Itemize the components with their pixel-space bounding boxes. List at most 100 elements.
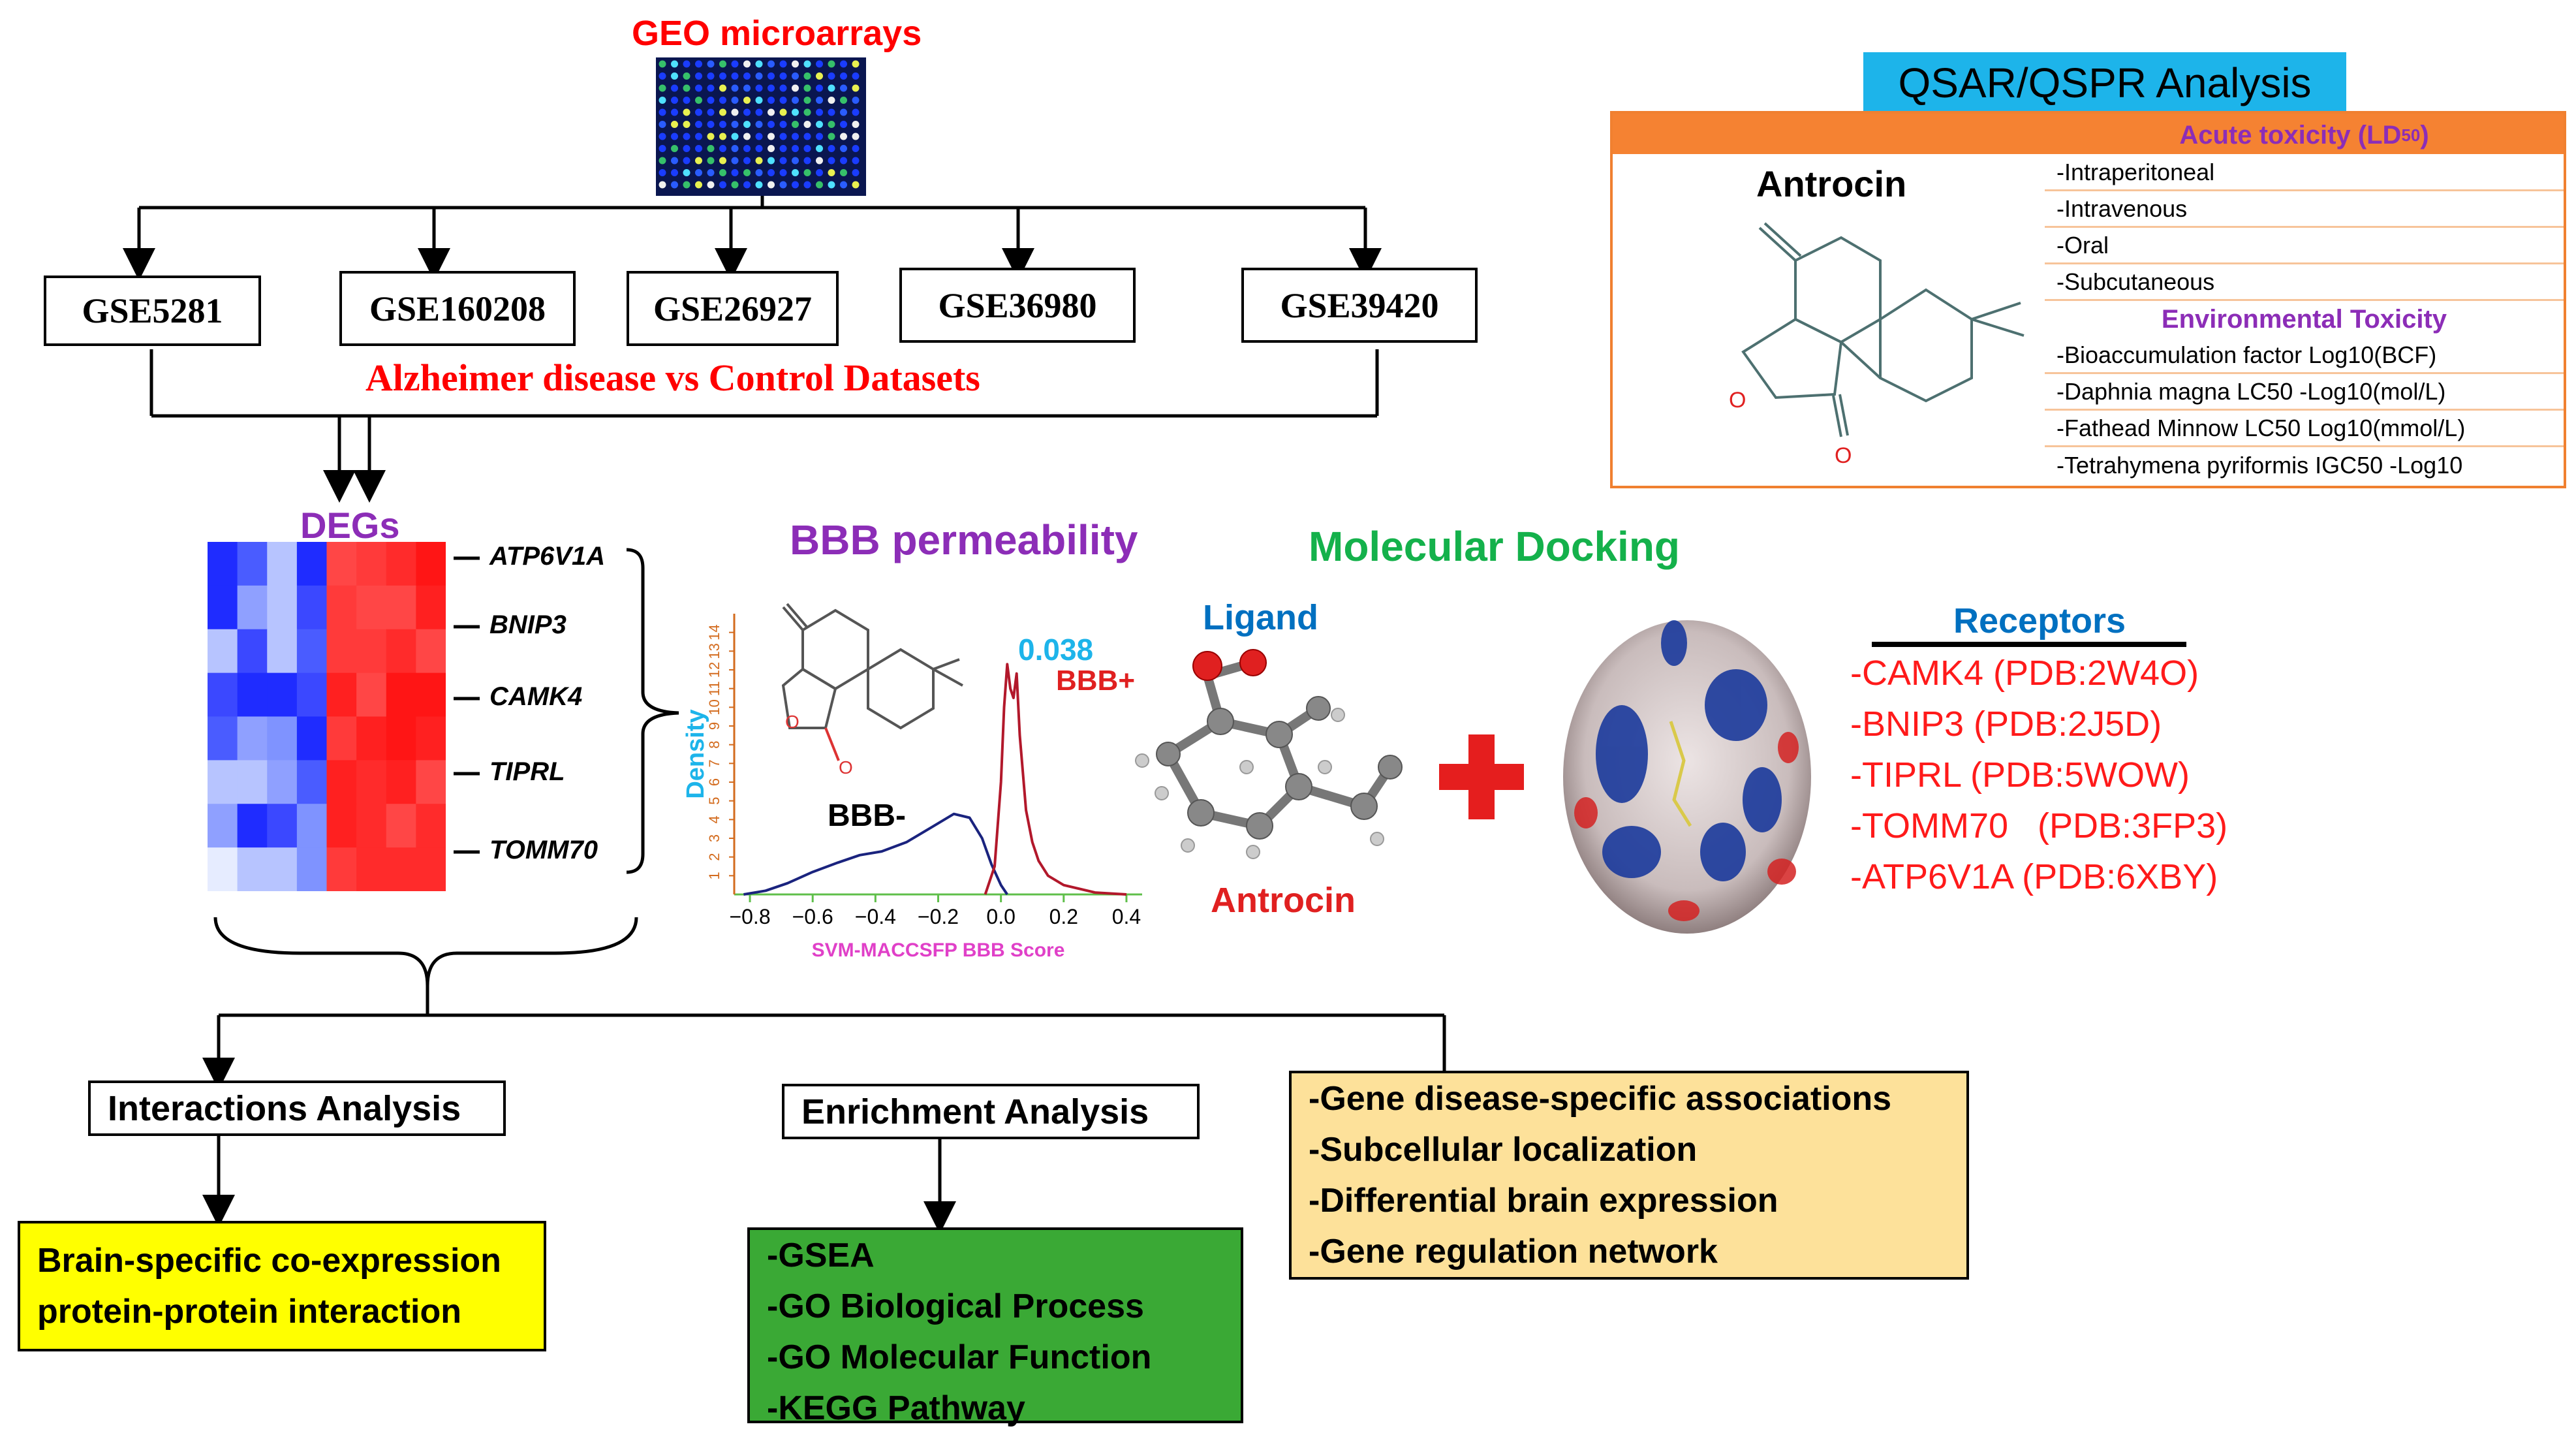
heatmap-cell: [386, 542, 416, 586]
heatmap-cell: [237, 847, 268, 891]
microarray-spot: [743, 181, 751, 189]
y-tick-label: 4: [706, 815, 722, 823]
microarray-spot: [755, 97, 763, 104]
microarray-spot: [683, 169, 691, 176]
microarray-spot: [768, 121, 775, 128]
acute-toxicity-close: ): [2420, 120, 2429, 150]
receptor-item: -TIPRL (PDB:5WOW): [1850, 755, 2190, 795]
y-tick-label: 7: [706, 759, 722, 767]
microarray-spot: [683, 60, 691, 68]
microarray-spot: [852, 121, 860, 128]
microarray-spot: [659, 60, 666, 68]
microarray-spot: [719, 60, 726, 68]
receptor-surface-image: [1563, 620, 1811, 934]
list-item: -GO Molecular Function: [767, 1338, 1152, 1376]
microarray-spot: [768, 97, 775, 104]
microarray-spot: [743, 133, 751, 140]
heatmap-cell: [356, 542, 387, 586]
microarray-spot: [852, 169, 860, 176]
heatmap-cell: [237, 760, 268, 804]
microarray-spot: [828, 121, 835, 128]
microarray-spot: [828, 157, 835, 165]
environmental-toxicity-header: Environmental Toxicity: [2161, 304, 2447, 334]
y-tick-label: 12: [706, 662, 722, 678]
heatmap-cell: [416, 716, 446, 761]
microarray-spot: [659, 169, 666, 176]
heatmap-cell: [237, 629, 268, 674]
toxicity-row: -Bioaccumulation factor Log10(BCF): [2045, 338, 2564, 374]
microarray-spot: [852, 133, 860, 140]
x-tick-label: 0.2: [1049, 905, 1078, 928]
dataset-box: GSE160208: [339, 271, 576, 346]
heatmap-cell: [208, 585, 238, 630]
bbb-value-label: 0.038: [1018, 633, 1094, 667]
microarray-spot: [695, 169, 702, 176]
svg-text:O: O: [1729, 388, 1746, 413]
x-tick-label: −0.6: [792, 905, 833, 928]
microarray-spot: [792, 169, 799, 176]
microarray-spot: [719, 133, 726, 140]
y-tick-label: 11: [706, 681, 722, 696]
antrocin-structure-small: [781, 603, 963, 761]
y-tick-label: 14: [706, 624, 722, 640]
microarray-spot: [840, 60, 847, 68]
heatmap-cell: [237, 585, 268, 630]
microarray-spot: [695, 60, 702, 68]
gene-label: TIPRL: [489, 757, 565, 786]
microarray-spot: [683, 157, 691, 165]
enrichment-analysis-box: Enrichment Analysis: [782, 1084, 1200, 1139]
microarray-spot: [695, 133, 702, 140]
y-tick-label: 5: [706, 797, 722, 805]
microarray-spot: [852, 84, 860, 92]
microarray-spot: [719, 157, 726, 165]
toxicity-row: -Oral: [2045, 228, 2564, 264]
x-tick-label: 0.4: [1112, 905, 1141, 928]
microarray-spot: [852, 97, 860, 104]
svg-text:O: O: [1835, 443, 1852, 468]
ligand-label: Ligand: [1203, 598, 1318, 637]
heatmap-cell: [296, 760, 327, 804]
y-tick-label: 8: [706, 741, 722, 749]
microarray-spot: [803, 133, 811, 140]
microarray-spot: [659, 145, 666, 152]
microarray-spot: [816, 169, 823, 176]
microarray-spot: [731, 169, 739, 176]
microarray-spot: [695, 108, 702, 116]
microarray-spot: [768, 181, 775, 189]
heatmap-cell: [416, 804, 446, 848]
list-item: -GSEA: [767, 1237, 875, 1274]
microarray-spot: [852, 108, 860, 116]
microarray-spot: [816, 133, 823, 140]
microarray-spot: [659, 181, 666, 189]
x-tick-label: −0.2: [918, 905, 959, 928]
microarray-spot: [779, 133, 787, 140]
microarray-spot: [671, 133, 678, 140]
microarray-spot: [779, 97, 787, 104]
microarray-spot: [792, 84, 799, 92]
microarray-spot: [683, 108, 691, 116]
microarray-spot: [755, 133, 763, 140]
geo-title: GEO microarrays: [632, 14, 922, 53]
microarray-spot: [743, 72, 751, 80]
dataset-box: GSE39420: [1241, 268, 1478, 343]
microarray-spot: [719, 72, 726, 80]
heatmap-cell: [386, 629, 416, 674]
gene-label: CAMK4: [489, 682, 583, 711]
list-item: Brain-specific co-expression: [37, 1242, 501, 1280]
microarray-spot: [779, 84, 787, 92]
dataset-box: GSE5281: [44, 276, 261, 346]
y-tick-label: 6: [706, 778, 722, 786]
x-tick-label: −0.4: [855, 905, 896, 928]
microarray-spot: [779, 121, 787, 128]
microarray-image: [656, 57, 866, 196]
microarray-spot: [816, 84, 823, 92]
microarray-spot: [695, 145, 702, 152]
microarray-spot: [731, 60, 739, 68]
microarray-spot: [792, 145, 799, 152]
enrichment-results-box: -GSEA -GO Biological Process -GO Molecul…: [747, 1227, 1243, 1427]
microarray-spot: [731, 84, 739, 92]
microarray-spot: [707, 157, 715, 165]
heatmap-cell: [237, 804, 268, 848]
